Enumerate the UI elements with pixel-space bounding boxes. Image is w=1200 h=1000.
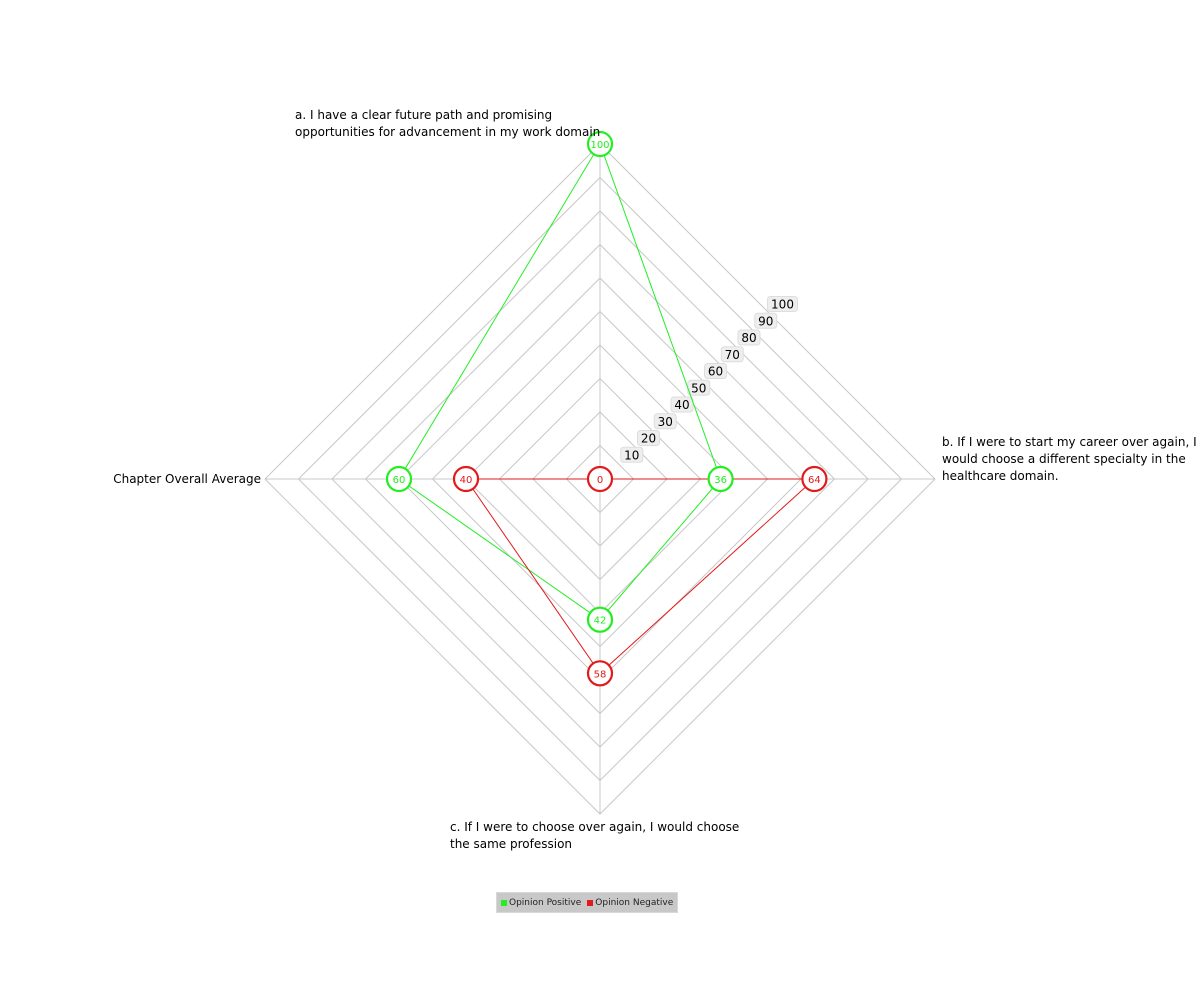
data-label: 36: [714, 475, 727, 486]
data-label: 40: [460, 475, 473, 486]
series-line-0: [398, 142, 722, 621]
chart-legend: Opinion Positive Opinion Negative: [496, 892, 679, 913]
scale-tick-20: 20: [637, 430, 660, 446]
series-layer: 100 36 42 60 0 64 58 40: [385, 130, 828, 687]
data-point-0-1: 36: [707, 465, 734, 493]
scale-tick-bg: [754, 312, 778, 329]
scale-tick-bg: [620, 446, 644, 463]
legend-label-negative: Opinion Negative: [595, 897, 674, 908]
scale-tick-60: 60: [704, 363, 727, 379]
scale-tick-bg: [637, 430, 660, 446]
data-marker: [586, 660, 614, 687]
scale-tick-bg: [720, 346, 744, 363]
scale-tick-label: 20: [641, 432, 656, 446]
data-marker: [452, 465, 480, 493]
scale-tick-90: 90: [754, 312, 778, 329]
scale-tick-label: 70: [725, 348, 740, 362]
legend-swatch-positive: [501, 899, 507, 906]
scale-tick-30: 30: [653, 413, 677, 430]
data-marker: [586, 606, 614, 633]
legend-item-negative[interactable]: Opinion Negative: [587, 898, 673, 908]
scale-tick-bg: [704, 363, 727, 379]
axis-label-c: c. If I were to choose over again, I wou…: [450, 820, 740, 851]
scale-tick-10: 10: [620, 446, 644, 463]
scale-tick-label: 40: [674, 398, 689, 412]
scale-tick-label: 50: [691, 381, 706, 395]
scale-tick-bg: [653, 413, 677, 430]
scale-tick-label: 80: [741, 331, 756, 345]
data-point-1-0: 0: [586, 465, 614, 493]
data-label: 100: [590, 140, 609, 151]
scale-tick-label: 60: [708, 365, 723, 379]
series-line-1: [465, 478, 816, 675]
legend-label-positive: Opinion Positive: [509, 897, 582, 908]
scale-tick-50: 50: [687, 379, 711, 396]
data-label: 64: [808, 475, 821, 486]
scale-tick-label: 10: [624, 448, 639, 462]
data-point-1-1: 64: [801, 465, 828, 493]
legend-swatch-negative: [587, 899, 594, 906]
data-point-1-2: 58: [586, 660, 614, 687]
scale-tick-bg: [670, 396, 694, 413]
data-label: 60: [393, 475, 406, 486]
data-point-1-3: 40: [452, 465, 480, 493]
data-point-0-0: 100: [586, 130, 614, 158]
scale-tick-70: 70: [720, 346, 744, 363]
data-marker: [385, 465, 413, 493]
data-point-0-3: 60: [385, 465, 413, 493]
data-marker: [707, 465, 734, 493]
scale-tick-bg: [767, 296, 798, 312]
legend-item-positive[interactable]: Opinion Positive: [501, 898, 581, 908]
scale-tick-100: 100: [767, 296, 798, 312]
scale-tick-bg: [737, 329, 761, 346]
data-label: 42: [594, 616, 607, 627]
scale-tick-40: 40: [670, 396, 694, 413]
axis-label-chapter-average: Chapter Overall Average: [113, 472, 261, 486]
scale-tick-label: 100: [771, 298, 794, 312]
data-label: 0: [597, 475, 603, 486]
data-label: 58: [594, 669, 607, 680]
data-point-0-2: 42: [586, 606, 614, 633]
scale-tick-80: 80: [737, 329, 761, 346]
axis-label-a: a. I have a clear future path and promis…: [295, 108, 601, 139]
axis-label-b: b. If I were to start my career over aga…: [942, 435, 1197, 483]
data-marker: [586, 465, 614, 493]
data-marker: [586, 130, 614, 158]
scale-tick-label: 30: [658, 415, 673, 429]
data-marker: [801, 465, 828, 493]
scale-tick-label: 90: [758, 314, 773, 328]
